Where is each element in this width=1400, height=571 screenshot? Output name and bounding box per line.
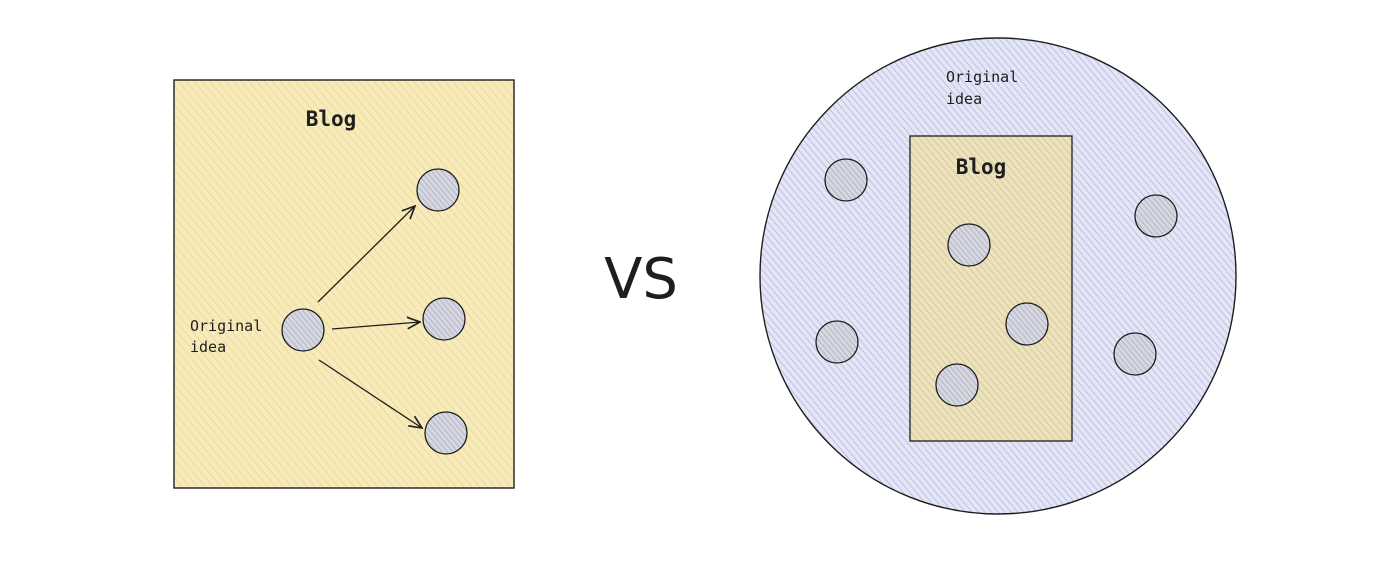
arrow-to-top-node (317, 206, 415, 303)
outer-node-top-left (824, 158, 868, 202)
left-target-node-middle (422, 297, 466, 341)
arrow-to-bottom-node (318, 359, 422, 428)
left-target-node-top (416, 168, 460, 212)
right-idea-panel: Original idea Blog (759, 37, 1237, 515)
outer-node-bottom-left (815, 320, 859, 364)
left-blog-panel: Blog Original idea (173, 79, 515, 489)
right-origin-label-line1: Original (946, 68, 1018, 86)
inner-node-3 (935, 363, 979, 407)
left-origin-label-line1: Original (190, 317, 262, 335)
left-blog-title: Blog (306, 107, 357, 131)
left-origin-label-line2: idea (190, 338, 226, 356)
right-inner-blog-title: Blog (956, 155, 1007, 179)
inner-node-1 (947, 223, 991, 267)
left-target-node-bottom (424, 411, 468, 455)
right-inner-blog-box (909, 135, 1073, 442)
right-origin-label-line2: idea (946, 90, 982, 108)
left-origin-node (281, 308, 325, 352)
outer-node-top-right (1134, 194, 1178, 238)
inner-node-2 (1005, 302, 1049, 346)
arrow-to-middle-node (331, 322, 420, 330)
vs-separator: VS (604, 247, 678, 312)
outer-node-bottom-right (1113, 332, 1157, 376)
